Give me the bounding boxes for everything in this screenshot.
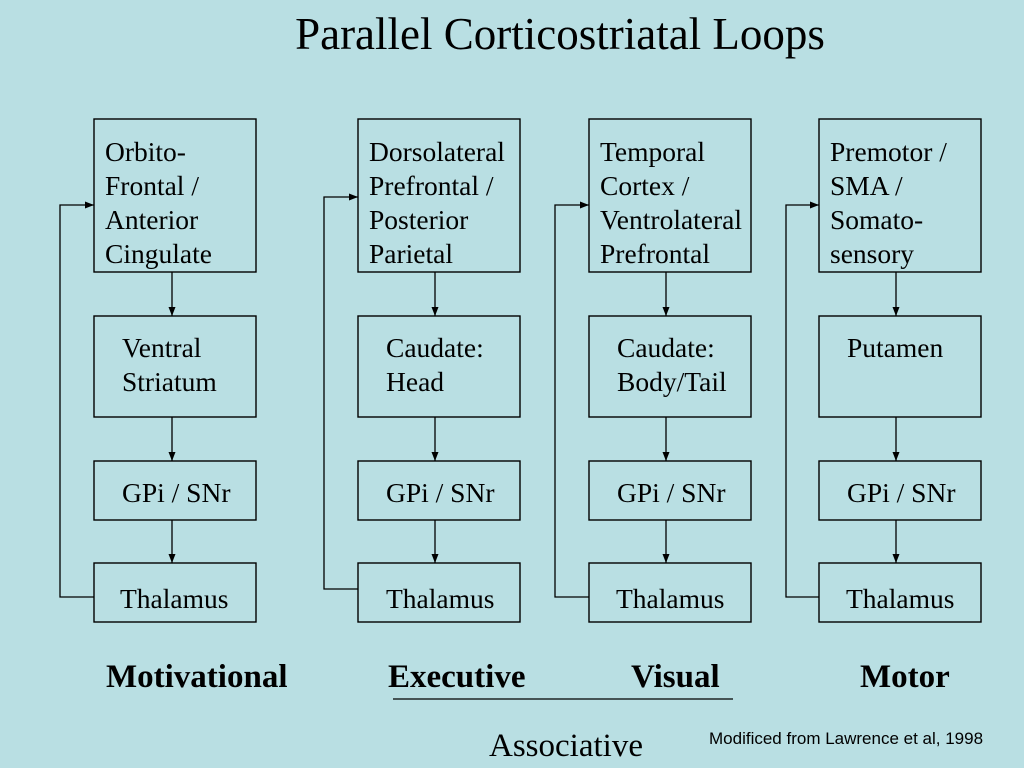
cortex-label-line: Prefrontal / bbox=[369, 170, 494, 201]
gpi-snr-label: GPi / SNr bbox=[122, 477, 231, 508]
cortex-box bbox=[93, 118, 257, 273]
cortex-label-line: Ventrolateral bbox=[600, 204, 742, 235]
thalamus-label: Thalamus bbox=[120, 583, 228, 614]
cortex-label-line: Prefrontal bbox=[600, 238, 710, 269]
striatum-label-line: Ventral bbox=[122, 332, 202, 363]
gpi-snr-box bbox=[818, 460, 982, 521]
loop-label: Motor bbox=[860, 659, 950, 695]
cortex-label-line: Somato- bbox=[830, 204, 923, 235]
cortex-box bbox=[588, 118, 752, 273]
striatum-box bbox=[357, 315, 521, 418]
thalamocortical-feedback-arrow bbox=[554, 201, 589, 598]
gpi-snr-box bbox=[93, 460, 257, 521]
striatum-label-line: Caudate: bbox=[386, 332, 484, 363]
striatum-label-line: Putamen bbox=[847, 332, 943, 363]
loop-label: Motivational bbox=[106, 659, 287, 695]
striatum-box bbox=[93, 315, 257, 418]
gpi-snr-box bbox=[588, 460, 752, 521]
cortex-label-line: Premotor / bbox=[830, 136, 947, 167]
cortex-label-line: Cingulate bbox=[105, 238, 212, 269]
striatum-box bbox=[588, 315, 752, 418]
loop-column-motor: Premotor / SMA / Somato- sensory Putamen… bbox=[785, 118, 982, 695]
cortex-box bbox=[818, 118, 982, 273]
cortex-label-line: Temporal bbox=[600, 136, 705, 167]
thalamus-box bbox=[818, 562, 982, 623]
cortex-label-line: Orbito- bbox=[105, 136, 186, 167]
source-credit: Modificed from Lawrence et al, 1998 bbox=[709, 729, 983, 748]
thalamus-box bbox=[588, 562, 752, 623]
cortex-label-line: Anterior bbox=[105, 204, 198, 235]
striatum-label-line: Striatum bbox=[122, 366, 217, 397]
cortex-label-line: Parietal bbox=[369, 238, 453, 269]
loop-label: Visual bbox=[631, 659, 720, 695]
gpi-snr-label: GPi / SNr bbox=[386, 477, 495, 508]
striatum-label-line: Head bbox=[386, 366, 444, 397]
thalamus-label: Thalamus bbox=[846, 583, 954, 614]
striatum-label-line: Body/Tail bbox=[617, 366, 727, 397]
cortex-label-line: sensory bbox=[830, 238, 914, 269]
thalamocortical-feedback-arrow bbox=[785, 201, 819, 598]
gpi-snr-box bbox=[357, 460, 521, 521]
cortex-label-line: Frontal / bbox=[105, 170, 199, 201]
slide-title: Parallel Corticostriatal Loops bbox=[295, 9, 825, 59]
thalamocortical-feedback-arrow bbox=[59, 201, 94, 598]
cortex-label-line: SMA / bbox=[830, 170, 903, 201]
thalamus-label: Thalamus bbox=[616, 583, 724, 614]
gpi-snr-label: GPi / SNr bbox=[617, 477, 726, 508]
loop-column-executive: Dorsolateral Prefrontal / Posterior Pari… bbox=[323, 118, 525, 695]
gpi-snr-label: GPi / SNr bbox=[847, 477, 956, 508]
cortex-label-line: Posterior bbox=[369, 204, 468, 235]
thalamus-label: Thalamus bbox=[386, 583, 494, 614]
cortex-label-line: Cortex / bbox=[600, 170, 690, 201]
striatum-box bbox=[818, 315, 982, 418]
loop-label: Executive bbox=[388, 659, 525, 695]
loop-column-visual: Temporal Cortex / Ventrolateral Prefront… bbox=[554, 118, 752, 695]
thalamus-box bbox=[357, 562, 521, 623]
thalamus-box bbox=[93, 562, 257, 623]
associative-group-label: Associative bbox=[489, 728, 643, 764]
loop-column-motivational: Orbito- Frontal / Anterior Cingulate Ven… bbox=[59, 118, 287, 695]
cortex-box bbox=[357, 118, 521, 273]
thalamocortical-feedback-arrow bbox=[323, 193, 358, 590]
cortex-label-line: Dorsolateral bbox=[369, 136, 505, 167]
striatum-label-line: Caudate: bbox=[617, 332, 715, 363]
